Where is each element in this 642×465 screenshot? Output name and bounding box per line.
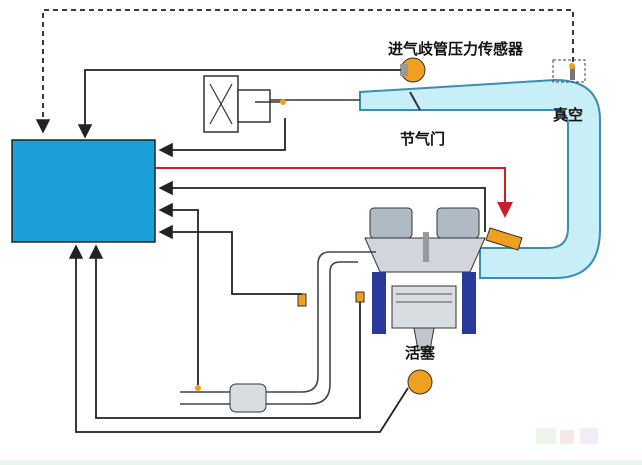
injector-control-line <box>155 167 513 218</box>
throttle-signal-line <box>158 118 286 158</box>
intake-manifold <box>359 78 601 279</box>
map-sensor-box <box>552 59 586 83</box>
o2-sensor <box>195 385 201 391</box>
connecting-rod <box>413 327 435 351</box>
vacuum-label: 真空 <box>553 106 584 124</box>
knock-signal-line <box>88 244 361 419</box>
throttle-plate <box>409 91 421 111</box>
cylinder-left-wall <box>372 272 386 334</box>
piston <box>391 285 457 329</box>
knock-sensor <box>355 291 365 303</box>
injector <box>485 227 523 251</box>
signal-line-3 <box>158 180 486 232</box>
exhaust-cam <box>436 207 480 239</box>
intake-cam <box>369 207 413 239</box>
ecu-box <box>11 139 156 243</box>
map-sensor-probe <box>570 66 575 80</box>
tps-signal-line <box>77 69 401 139</box>
crank-signal-line <box>68 244 409 433</box>
piston-label: 活塞 <box>405 344 436 362</box>
cylinder-right-wall <box>462 272 476 334</box>
throttle-label: 节气门 <box>400 130 446 148</box>
map-sensor-dashed-line <box>35 9 574 134</box>
crank-sensor <box>407 369 433 395</box>
exhaust-pipe <box>265 251 376 405</box>
catalytic-converter <box>229 383 267 413</box>
o2-signal-line <box>158 202 199 385</box>
coolant-sensor <box>297 293 307 307</box>
coolant-signal-line <box>158 224 302 295</box>
map-sensor-label: 进气歧管压力传感器 <box>388 40 524 58</box>
